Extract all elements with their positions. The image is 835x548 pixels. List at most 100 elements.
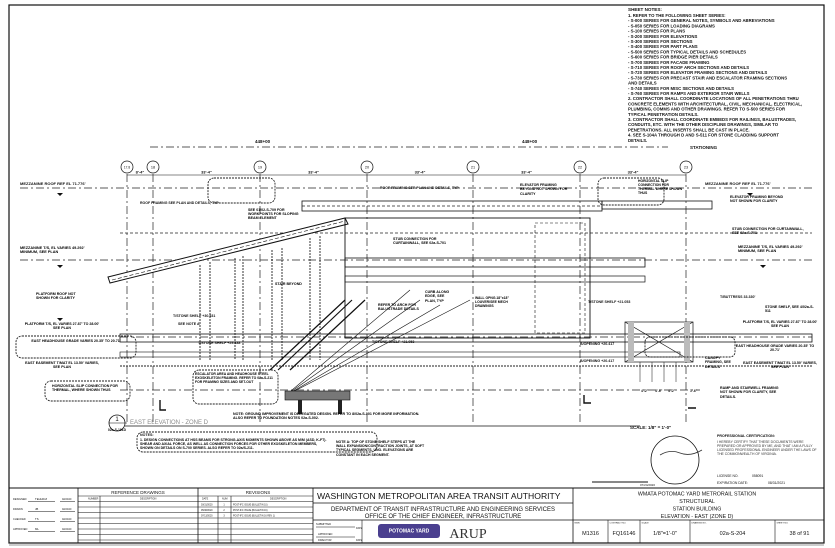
dimension-label: 4'-2" (668, 389, 676, 393)
signature-date: 02/24/20 (62, 528, 72, 531)
canopy-note: CANOPY FRAMING, SEE DETAILS (705, 356, 731, 369)
signature-name: ML (35, 527, 39, 531)
title-cell-label: SCALE (642, 522, 650, 525)
escalator-note: ESCALATOR AREA AND HEADHOUSE STEEL EXOSK… (195, 372, 273, 384)
stone-shelf-level: T/STONE SHELF +21.053 (588, 300, 630, 304)
rev-col-description: DESCRIPTION (270, 498, 287, 501)
station-label: 448+00 (255, 139, 271, 144)
signature-name: TEHHICZ (35, 497, 47, 501)
roof-framing-note: ROOF FRAMING SEE PLAN AND DETAILS, TYP (140, 201, 219, 205)
grid-dimension: 33'-4" (521, 170, 532, 175)
revision-number: 3 (223, 515, 225, 518)
opening-level: B/OPENING +20.417 (580, 342, 614, 346)
grade-right: EAST HEADHOUSE GRADE VARIES 20.35' TO 20… (735, 344, 815, 353)
sheet-note-line: - S-760 SERIES FOR RAMPS AND EXTERIOR ST… (628, 91, 750, 96)
mezz-tos-left: MEZZANINE T/S, EL VARIES 49.292' MINIMUM… (20, 246, 85, 255)
grid-dimension: 33'-4" (201, 170, 212, 175)
view-number: 1 (115, 417, 119, 423)
mezz-roof-level-left: MEZZANINE ROOF REF EL 71.776' (20, 181, 86, 186)
platform-roof-note: PLATFORM ROOF NOT SHOWN FOR CLARITY (36, 292, 76, 301)
easement-right: EAST EASEMENT T/MAT EL 13.50' VARIES, SE… (743, 361, 817, 370)
callouts: MEZZANINE ROOF REF EL 71.776' MEZZANINE … (20, 179, 818, 421)
sheet-note-line: DETAILS. (628, 138, 647, 143)
sheet-note-line: 4. SEE S-104A THROUGH D AND S-511 FOR ST… (628, 133, 779, 138)
potomac-yard-logo (378, 524, 440, 538)
easement-left: EAST EASEMENT T/MAT EL 13.50' VARIES, SE… (25, 361, 99, 370)
grid-bubble (360, 160, 374, 174)
view-title: 1 02a-S-101D EAST ELEVATION - ZONE D SCA… (108, 414, 671, 432)
sheet-note-line: - S-200 SERIES FOR ELEVATIONS (628, 34, 697, 39)
sheet-note-line: 2. CONTRACTOR SHALL COORDINATE LOCATIONS… (628, 96, 799, 101)
title-cell-value: 02a-S-204 (720, 531, 746, 537)
elevator-framing-left: ELEVATOR FRAMING BEYOND NOT SHOWN FOR CL… (520, 183, 568, 196)
sheet-note-line: PENETRATIONS. ALL INSERTS SHALL BE CAST … (628, 127, 750, 132)
grid-label: 20 (365, 166, 369, 170)
sloping-beam-note: SEE 01/02-S-709 FOR WORKPOINTS FOR SLOPI… (248, 208, 299, 220)
sheet-note-line: - S-710 SERIES FOR ROOF ARCH SECTIONS AN… (628, 65, 749, 70)
title-cell-label: SHEET NO. (777, 523, 789, 525)
revision-date: 05/08/2020 (201, 510, 213, 512)
certification: 07/24/2020 PROFESSIONAL CERTIFICATION: I… (592, 434, 817, 487)
grid-bubble (573, 160, 587, 174)
revision-description: POST-IFC ISSUE (BULLETIN 16 REV 1) (233, 516, 275, 518)
view-scale: SCALE: 1/8" = 1'-0" (630, 425, 671, 430)
certification-text: I HEREBY CERTIFY THAT THESE DOCUMENTS WE… (717, 439, 817, 456)
grid-dimension: 33'-4" (415, 170, 426, 175)
grid-label: 17.8 (124, 166, 130, 170)
grid-label: 19 (258, 166, 262, 170)
license-label: LICENSE NO. (717, 474, 739, 478)
signature-label: DRAWN (13, 507, 23, 511)
revision-description: POST-IFC ISSUE (BULLETIN 10) (233, 505, 268, 507)
grid-bubble (679, 160, 693, 174)
grade-left: EAST HEADHOUSE GRADE VARIES 20.35' TO 20… (31, 339, 121, 343)
title-cell-value: M1316 (582, 531, 599, 537)
arup-logo: ARUP (449, 527, 487, 542)
sheet-note-line: CONDUITS, ETC. WITH THE OTHER DISCIPLINE… (628, 122, 779, 127)
sheet-note-line: - S-600 SERIES FOR BRIDGE PIER DETAILS (628, 55, 718, 60)
revision-date: 03/31/2020 (201, 505, 213, 507)
ground-improvement-note: NOTE: GROUND IMPROVEMENT IS DELEGATED DE… (233, 412, 420, 421)
grid-bubble (253, 160, 267, 174)
notes-title: NOTES: (140, 433, 154, 437)
title-cell-value: 38 of 91 (790, 531, 810, 537)
platform-tos-right: PLATFORM T/S, EL VARIES 27.87' TO 28.00'… (742, 320, 818, 329)
title-cell-label: MWD (575, 523, 581, 525)
grid-bubble (466, 160, 480, 174)
ref-col-number: NUMBER (88, 498, 99, 501)
wall-opening-note: WALL OPNG.18"x18" LOUVER/SEE MECH DRAWIN… (475, 296, 510, 308)
grid-dimension: 33'-4" (308, 170, 319, 175)
sheet-note-line: 3. CONTRACTOR SHALL COORDINATE EMBEDS FO… (628, 117, 796, 122)
sheet-note-line: - S-500 SERIES FOR TYPICAL DETAILS AND S… (628, 49, 746, 54)
reference-drawings-title: REFERENCE DRAWINGS (111, 490, 165, 495)
note-a: NOTE A: TOP OF STONE SHELF STEPS AT THE … (336, 440, 425, 457)
grid-label: 22 (578, 166, 582, 170)
signature-label: CHECKED (13, 517, 26, 521)
platform-tos-left: PLATFORM T/S, EL VARIES 27.87' TO 28.00'… (24, 322, 100, 331)
sheet-note-line: - S-400 SERIES FOR PART PLANS (628, 44, 698, 49)
stone-shelf-level: T/STONE SHELF +29.838 (198, 341, 240, 345)
grid-label: 23 (684, 166, 688, 170)
ref-col-description: DESCRIPTION (140, 498, 157, 501)
note-1: 1. DESIGN CONNECTIONS AT HSS BEAMS FOR S… (140, 437, 327, 450)
notes: NOTES: 1. DESIGN CONNECTIONS AT HSS BEAM… (140, 433, 425, 457)
authority-office: OFFICE OF THE CHIEF ENGINEER, INFRASTRUC… (365, 514, 522, 520)
submitted-label: SUBMITTED (316, 522, 331, 526)
stone-shelf-level: T/STONE SHELF +21.053 (372, 340, 414, 344)
stationing: STATIONING 448+00 448+00 (150, 139, 718, 150)
ramp-note: RAMP AND STAIRWELL FRAMING NOT SHOWN FOR… (720, 386, 779, 399)
rev-col-date: DATE (202, 498, 209, 501)
grid-label: 21 (471, 166, 475, 170)
refer-arch-note: REFER TO ARCH FOR BALUSTRADE DETAILS (378, 303, 419, 312)
dimension-label: 1'-6" (690, 389, 698, 393)
mezz-tos-right: MEZZANINE T/S, EL VARIES 49.292' MINIMUM… (738, 245, 803, 254)
revision-number: 1 (223, 504, 225, 507)
horizontal-slip-note-left: HORIZONTAL SLIP CONNECTION FOR THERMAL, … (52, 384, 118, 393)
revision-date: 07/13/2020 (201, 516, 213, 518)
authority-name: WASHINGTON METROPOLITAN AREA TRANSIT AUT… (317, 491, 561, 501)
elevator-framing-right: ELEVATOR FRAMING BEYOND NOT SHOWN FOR CL… (730, 195, 784, 204)
grid-dimension: 8'-4" (136, 170, 145, 175)
sheet-border (8, 4, 825, 544)
opening-level: B/OPENING +20.417 (580, 359, 614, 363)
